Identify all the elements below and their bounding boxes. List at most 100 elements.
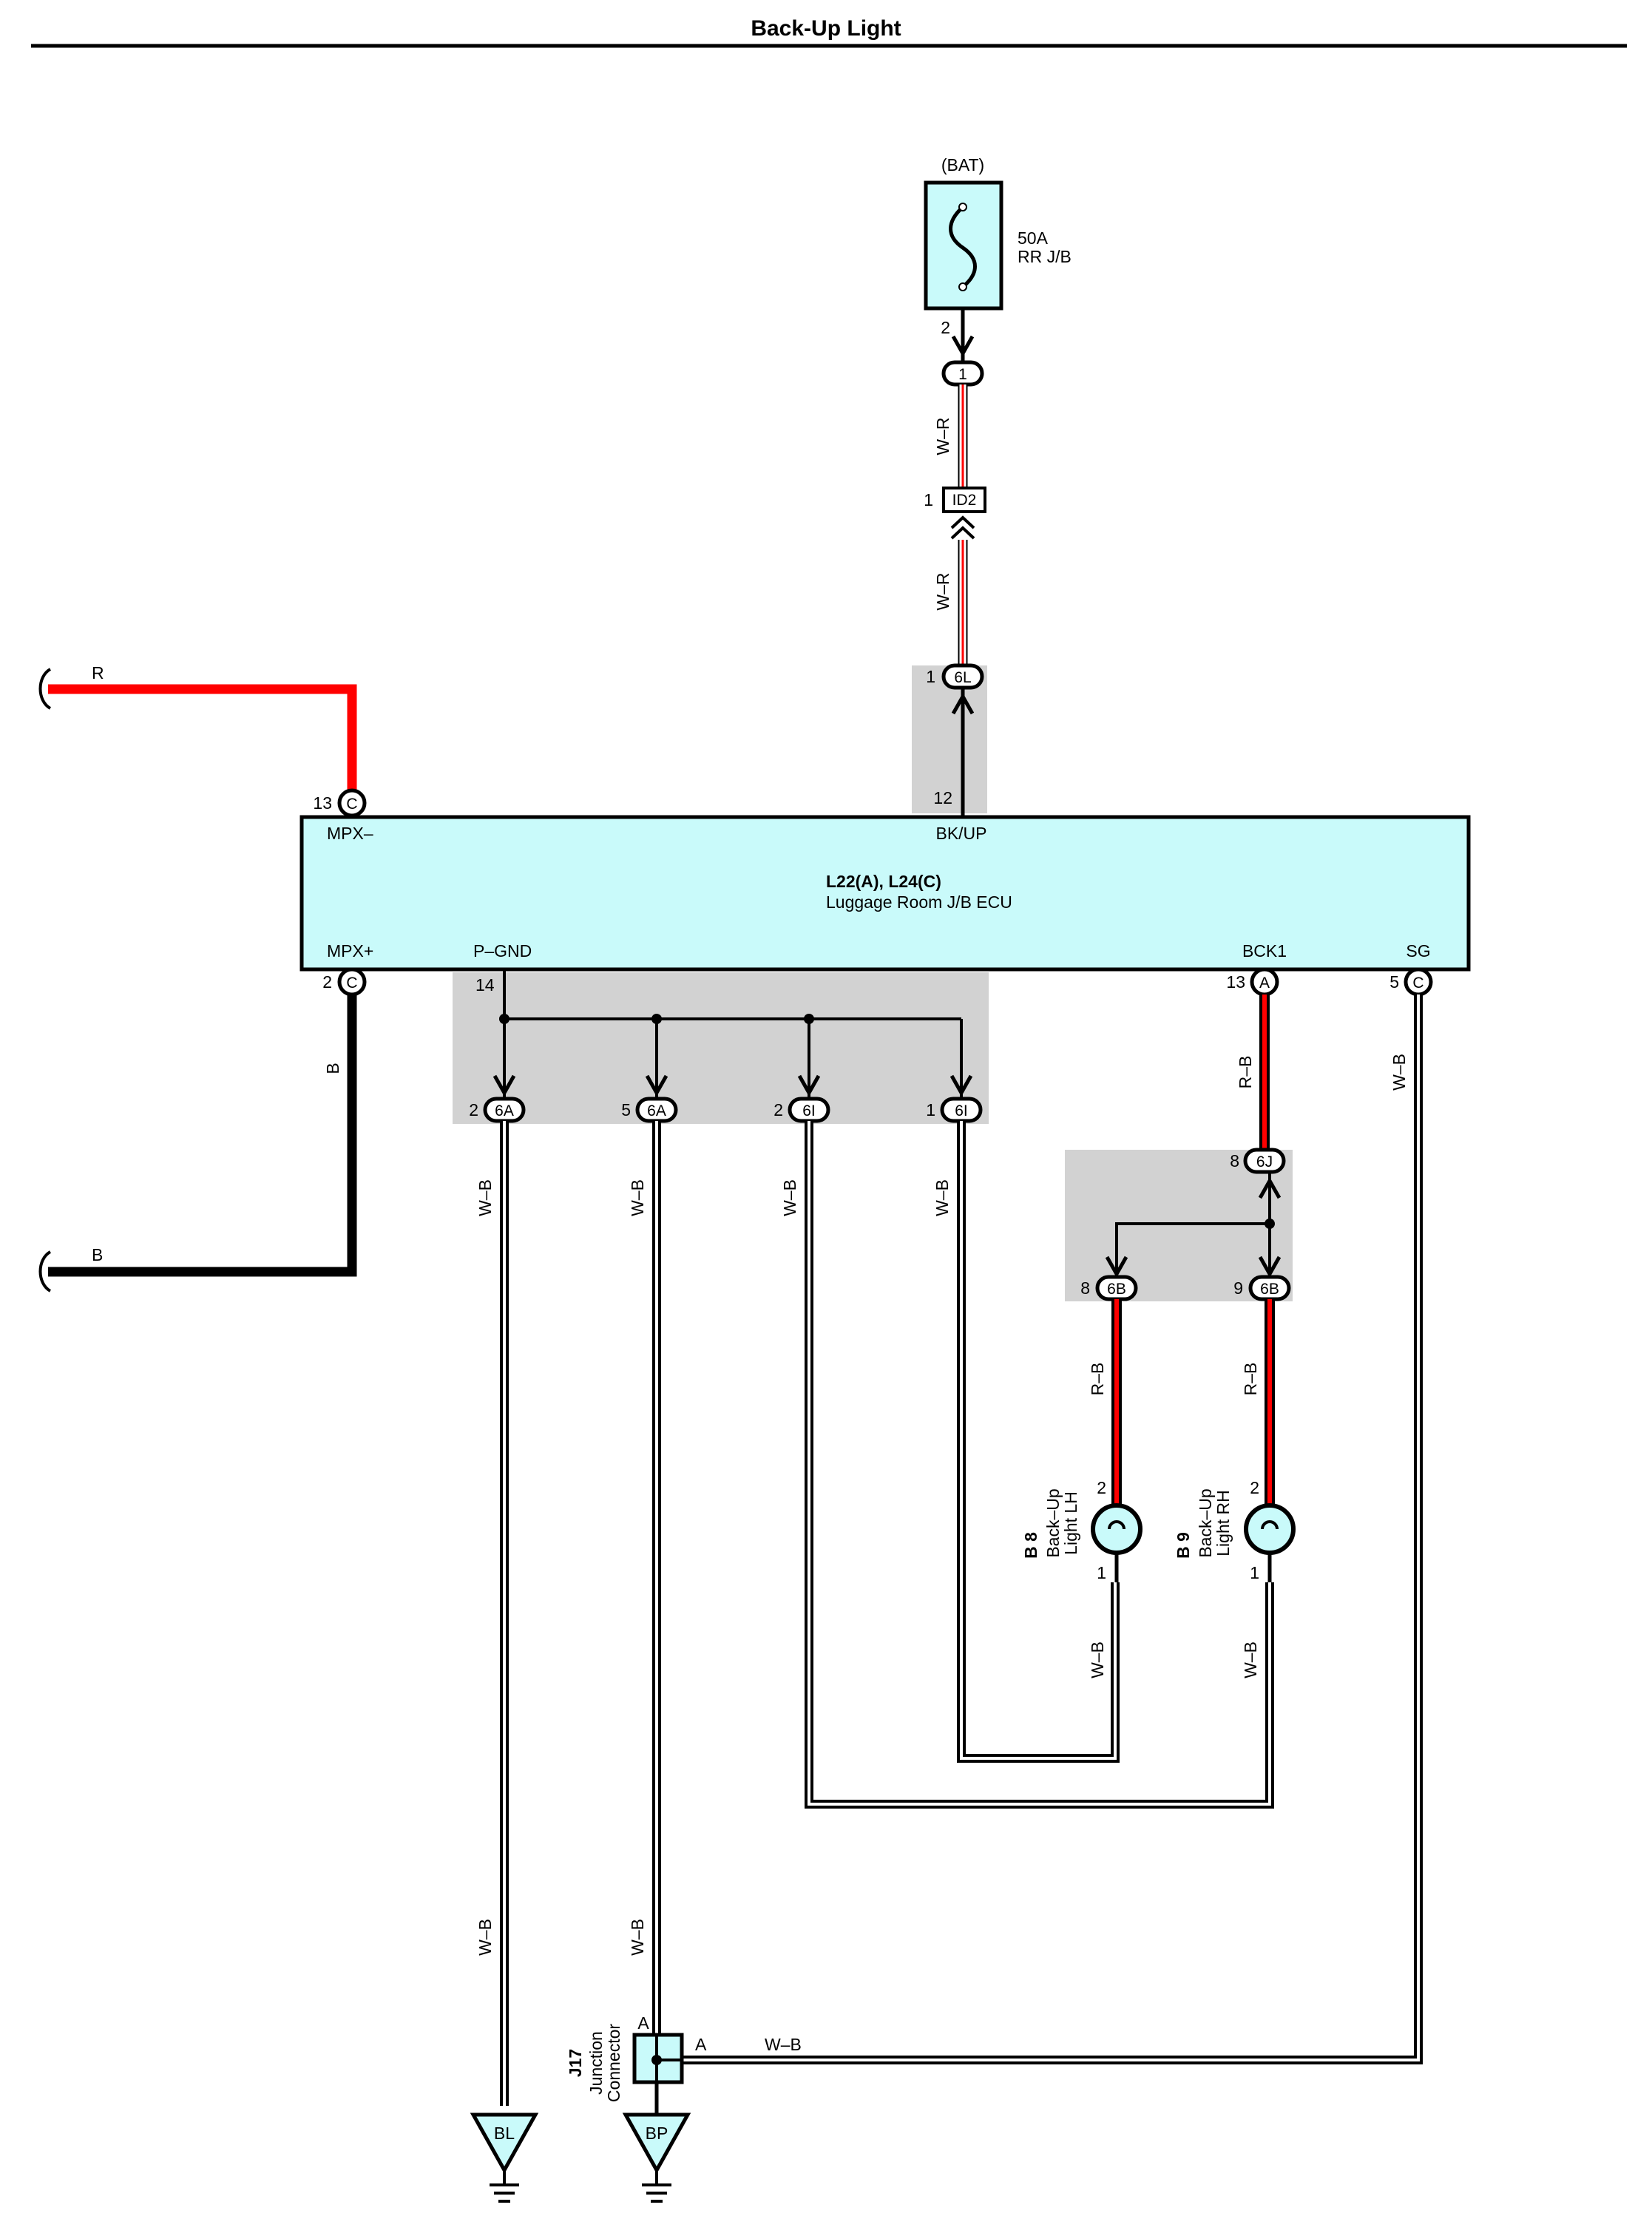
ecu-pin-mpx-minus: 13	[313, 793, 332, 813]
ecu-terminal-sg: SG	[1406, 941, 1430, 960]
ground-bl-icon	[470, 2112, 539, 2175]
wire-label-rb-3: R–B	[1241, 1363, 1260, 1396]
bulb-lh-icon	[1091, 1503, 1142, 1555]
light-lh-pin-top: 2	[1097, 1478, 1106, 1497]
shade-6J-6B	[1065, 1150, 1293, 1301]
ecu-connector-letter-a: A	[1259, 975, 1270, 992]
wire-label-b-1: B	[92, 1245, 103, 1264]
ecu-box	[299, 815, 1471, 972]
ecu-terminal-pgnd: P–GND	[473, 941, 532, 960]
wire-label-b-2: B	[323, 1063, 342, 1074]
ecu-name: Luggage Room J/B ECU	[826, 892, 1012, 912]
fuse-rating: 50A	[1018, 228, 1049, 248]
wire-label-wb-5: W–B	[475, 1919, 495, 1956]
wire-label-wr-1: W–R	[933, 417, 952, 455]
ecu-terminal-bkup: BK/UP	[935, 824, 986, 843]
wire-break-icon	[38, 668, 52, 710]
connector-6B-1-pin: 8	[1080, 1278, 1090, 1298]
light-rh-name-1: Back–Up	[1196, 1488, 1215, 1557]
connector-6A-1-label: 6A	[495, 1102, 514, 1119]
connector-6B-2-pin: 9	[1233, 1278, 1243, 1298]
connector-6I-1-label: 6I	[802, 1102, 816, 1119]
chevron-down-icon-6b1	[1105, 1256, 1128, 1278]
wire-label-wb-7: W–B	[1088, 1641, 1107, 1678]
junction-name-2: Connector	[604, 2024, 623, 2102]
ecu-code: L22(A), L24(C)	[826, 872, 941, 891]
wire-label-wb-2: W–B	[628, 1179, 647, 1216]
ecu-connector-letter-c3: C	[1412, 975, 1424, 992]
light-rh-pin-bottom: 1	[1250, 1563, 1259, 1582]
wire-label-r: R	[92, 663, 104, 682]
ecu-pin-bkup: 12	[933, 788, 952, 807]
light-lh-code: B 8	[1021, 1532, 1040, 1559]
connector-6L-pin: 1	[926, 667, 935, 686]
light-rh-code: B 9	[1174, 1532, 1193, 1559]
fuse-pin: 2	[941, 318, 950, 337]
fuse-source-label: (BAT)	[941, 155, 984, 174]
wire-label-wb-3: W–B	[780, 1179, 799, 1216]
connector-6J-pin: 8	[1230, 1151, 1239, 1170]
bulb-rh-icon	[1244, 1503, 1296, 1555]
chevron-down-icon-6a2	[645, 1074, 668, 1097]
wire-label-rb-2: R–B	[1088, 1363, 1107, 1396]
wire-label-wb-10: W–B	[765, 2035, 802, 2054]
ground-bl-label: BL	[494, 2124, 515, 2143]
connector-6J	[1243, 1148, 1286, 1174]
ecu-connector-letter-c1: C	[346, 796, 357, 813]
chevron-down-icon-6i2	[949, 1074, 973, 1097]
ecu-pin-sg: 5	[1389, 972, 1399, 992]
red-wire-r	[48, 684, 357, 806]
connector-6I-1-pin: 2	[773, 1100, 783, 1119]
chevron-down-icon	[951, 335, 975, 358]
ecu-terminal-bck1: BCK1	[1242, 941, 1287, 960]
double-chevron-up-icon	[950, 515, 975, 540]
ground-bp-icon	[622, 2112, 691, 2175]
chevron-up-icon	[951, 692, 975, 715]
fuse-location: RR J/B	[1018, 247, 1072, 266]
ecu-pin-pgnd: 14	[475, 975, 495, 995]
wire-label-wb-9: W–B	[1389, 1054, 1409, 1091]
chevron-down-icon-6a1	[492, 1074, 516, 1097]
chevron-down-icon-6i1	[797, 1074, 821, 1097]
connector-6I-2-label: 6I	[955, 1102, 968, 1119]
junction-pin-right: A	[695, 2035, 707, 2054]
bulb-lh-filament	[1108, 1520, 1125, 1530]
light-rh-pin-top: 2	[1250, 1478, 1259, 1497]
wb-wire-sg	[679, 995, 1423, 2064]
fuse-terminal-top	[958, 203, 967, 211]
wire-label-wb-8: W–B	[1241, 1641, 1260, 1678]
connector-6A-2-label: 6A	[647, 1102, 666, 1119]
wire-label-wb-1: W–B	[475, 1179, 495, 1216]
connector-6L-label: 6L	[954, 669, 971, 686]
page-title: Back-Up Light	[751, 16, 901, 41]
connector-6B-2-label: 6B	[1260, 1281, 1279, 1298]
connector-1-label: 1	[958, 366, 967, 383]
6J-branch	[1115, 1222, 1270, 1283]
ground-bp-label: BP	[646, 2124, 668, 2143]
junction-name-1: Junction	[586, 2031, 606, 2095]
wb-wire-6I-1	[805, 1121, 1274, 1809]
connector-6A-1-pin: 2	[469, 1100, 478, 1119]
junction-code: J17	[566, 2049, 585, 2077]
connector-6I-2-pin: 1	[926, 1100, 935, 1119]
ecu-connector-letter-c2: C	[346, 975, 357, 992]
ecu-terminal-mpx-minus: MPX–	[327, 824, 373, 843]
wire-label-rb-1: R–B	[1236, 1056, 1255, 1089]
chevron-up-icon-6j	[1258, 1176, 1282, 1199]
light-lh-name-1: Back–Up	[1043, 1488, 1063, 1557]
connector-6A-2-pin: 5	[621, 1100, 631, 1119]
black-wire-b	[48, 983, 357, 1277]
ecu-connector-mpx-plus	[337, 967, 367, 997]
chevron-down-icon-6b2	[1258, 1256, 1282, 1278]
wb-wire-6I-2	[957, 1121, 1120, 1763]
shade-6L	[912, 665, 987, 813]
id2-pin: 1	[924, 490, 933, 509]
light-lh-pin-bottom: 1	[1097, 1563, 1106, 1582]
ecu-pin-mpx-plus: 2	[322, 972, 332, 992]
junction-pin-top: A	[637, 2013, 649, 2033]
connector-6B-1-label: 6B	[1107, 1281, 1126, 1298]
ecu-terminal-mpx-plus: MPX+	[327, 941, 373, 960]
connector-id2	[942, 487, 986, 513]
